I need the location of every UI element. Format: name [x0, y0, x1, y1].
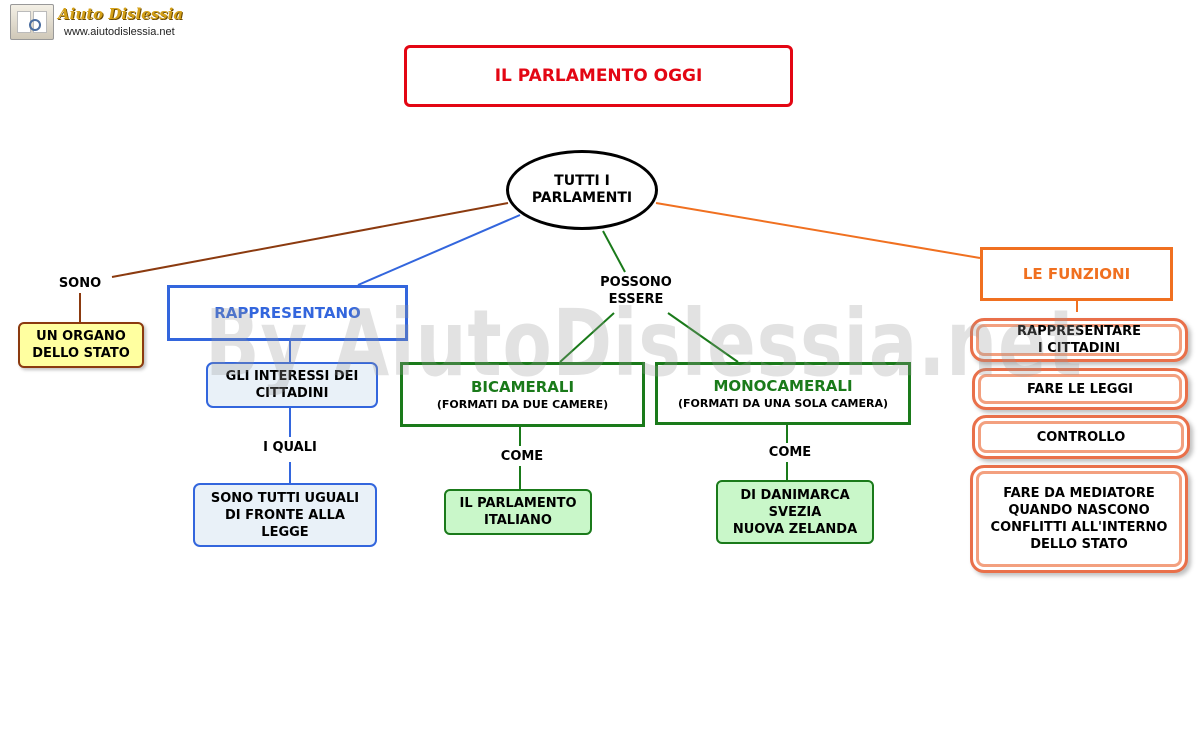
line-center-sono — [111, 202, 509, 278]
line-possono-monocamerali — [667, 312, 739, 363]
line-center-rappresentano — [357, 214, 521, 286]
central-node: TUTTI I PARLAMENTI — [506, 150, 658, 230]
funzioni-header: LE FUNZIONI — [980, 247, 1173, 301]
parlamento-italiano-box: IL PARLAMENTO ITALIANO — [444, 489, 592, 535]
funzione-controllo: CONTROLLO — [972, 415, 1190, 459]
bicamerali-subtitle: (FORMATI DA DUE CAMERE) — [436, 398, 609, 411]
danimarca-svezia-box: DI DANIMARCA SVEZIA NUOVA ZELANDA — [716, 480, 874, 544]
funzione-mediatore: FARE DA MEDIATORE QUANDO NASCONO CONFLIT… — [970, 465, 1188, 573]
funzione-rappresentare: RAPPRESENTARE I CITTADINI — [970, 318, 1188, 362]
line-center-funzioni — [655, 202, 981, 259]
connector-sono: SONO — [58, 276, 102, 291]
interessi-cittadini-box: GLI INTERESSI DEI CITTADINI — [206, 362, 378, 408]
logo-brand: Aiuto Dislessia — [58, 5, 184, 23]
monocamerali-box: MONOCAMERALI (FORMATI DA UNA SOLA CAMERA… — [655, 362, 911, 425]
rappresentano-header: RAPPRESENTANO — [167, 285, 408, 341]
book-icon — [10, 4, 54, 40]
connector-i-quali: I QUALI — [263, 440, 317, 455]
uguali-legge-box: SONO TUTTI UGUALI DI FRONTE ALLA LEGGE — [193, 483, 377, 547]
connector-possono-essere: POSSONO ESSERE — [600, 275, 672, 307]
bicamerali-title: BICAMERALI — [470, 378, 575, 396]
line-possono-bicamerali — [559, 312, 615, 363]
monocamerali-subtitle: (FORMATI DA UNA SOLA CAMERA) — [677, 397, 889, 410]
connector-come-bicamerali: COME — [500, 449, 544, 464]
organo-dello-stato-box: UN ORGANO DELLO STATO — [18, 322, 144, 368]
funzione-fare-leggi: FARE LE LEGGI — [972, 368, 1188, 410]
connector-come-monocamerali: COME — [768, 445, 812, 460]
logo-url: www.aiutodislessia.net — [64, 26, 175, 38]
monocamerali-title: MONOCAMERALI — [713, 377, 853, 395]
line-center-possono — [602, 230, 626, 273]
bicamerali-box: BICAMERALI (FORMATI DA DUE CAMERE) — [400, 362, 645, 427]
logo: Aiuto Dislessia www.aiutodislessia.net — [10, 4, 183, 42]
page-title: IL PARLAMENTO OGGI — [404, 45, 793, 107]
